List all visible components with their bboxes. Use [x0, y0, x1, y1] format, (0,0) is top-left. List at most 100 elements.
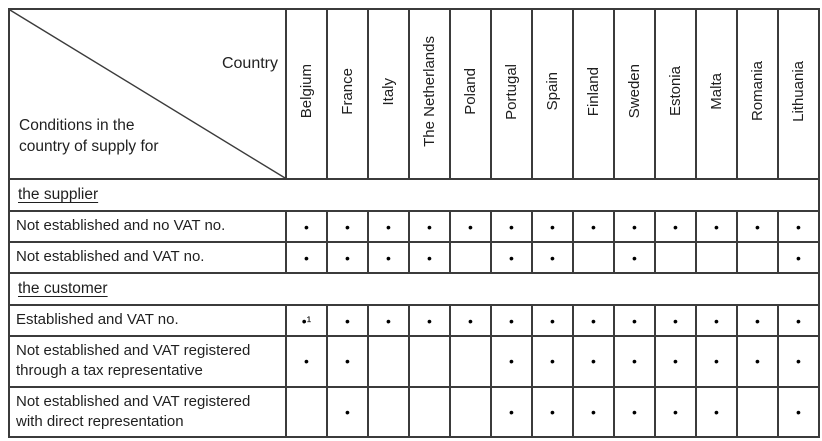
mark-cell: • [572, 335, 615, 388]
table-row: Not established and VAT no.•••••••• [8, 241, 820, 274]
mark-cell: • [408, 304, 451, 337]
empty-cell [408, 335, 451, 388]
mark-cell: • [490, 241, 533, 274]
empty-cell [736, 241, 779, 274]
mark-cell: • [736, 335, 779, 388]
mark-cell: • [490, 385, 533, 438]
country-header-italy: Italy [367, 8, 410, 180]
mark-cell: • [490, 335, 533, 388]
country-label: Sweden [626, 64, 643, 119]
mark-cell: • [285, 241, 328, 274]
section-title-text: the supplier [18, 186, 99, 203]
table-row: Not established and VAT registered throu… [8, 335, 820, 388]
mark-cell: • [531, 385, 574, 438]
country-header-sweden: Sweden [613, 8, 656, 180]
mark-cell: • [736, 304, 779, 337]
mark-cell: • [326, 335, 369, 388]
mark-cell: • [613, 210, 656, 243]
mark-cell: • [777, 335, 820, 388]
section-row: the supplier [8, 178, 820, 212]
mark-cell: • [408, 210, 451, 243]
mark-cell: • [490, 304, 533, 337]
mark-cell: • [408, 241, 451, 274]
mark-cell: • [367, 241, 410, 274]
country-label: France [339, 68, 356, 115]
table-row: Not established and VAT registered with … [8, 385, 820, 438]
empty-cell [367, 385, 410, 438]
country-label: Finland [585, 66, 602, 117]
mark-cell: • [613, 304, 656, 337]
country-header-malta: Malta [695, 8, 738, 180]
country-label: Spain [544, 72, 561, 111]
mark-cell: • [736, 210, 779, 243]
empty-cell [285, 385, 328, 438]
country-header-lithuania: Lithuania [777, 8, 820, 180]
mark-cell: • [285, 335, 328, 388]
country-header-the-netherlands: The Netherlands [408, 8, 451, 180]
corner-country-label: Country [221, 55, 278, 72]
row-label: Not established and VAT no. [8, 241, 287, 274]
mark-cell: • [531, 304, 574, 337]
diagonal-line [10, 10, 285, 178]
country-label: The Netherlands [421, 36, 438, 147]
mark-cell: • [490, 210, 533, 243]
mark-cell: • [695, 210, 738, 243]
mark-cell: •¹ [285, 304, 328, 337]
row-label: Not established and VAT registered with … [8, 385, 287, 438]
mark-cell: • [654, 335, 697, 388]
mark-cell: • [613, 385, 656, 438]
mark-cell: • [572, 210, 615, 243]
country-label: Italy [380, 77, 397, 106]
mark-cell: • [531, 210, 574, 243]
mark-cell: • [613, 335, 656, 388]
mark-cell: • [695, 385, 738, 438]
country-header-portugal: Portugal [490, 8, 533, 180]
mark-cell: • [449, 304, 492, 337]
table-row: Established and VAT no.•¹•••••••••••• [8, 304, 820, 337]
country-label: Romania [749, 61, 766, 122]
corner-conditions-label: Conditions in the country of supply for [19, 116, 159, 156]
empty-cell [449, 241, 492, 274]
mark-cell: • [654, 304, 697, 337]
mark-cell: • [613, 241, 656, 274]
corner-cell: Country Conditions in the country of sup… [8, 8, 287, 180]
country-label: Belgium [298, 64, 315, 119]
mark-cell: • [695, 335, 738, 388]
country-header-spain: Spain [531, 8, 574, 180]
section-title-cell: the supplier [8, 178, 820, 212]
mark-cell: • [531, 241, 574, 274]
empty-cell [695, 241, 738, 274]
empty-cell [449, 335, 492, 388]
section-title-cell: the customer [8, 272, 820, 306]
country-label: Portugal [503, 63, 520, 120]
header-row: Country Conditions in the country of sup… [8, 8, 820, 180]
row-label: Not established and no VAT no. [8, 210, 287, 243]
country-label: Poland [462, 68, 479, 115]
mark-cell: • [531, 335, 574, 388]
empty-cell [572, 241, 615, 274]
mark-cell: • [695, 304, 738, 337]
mark-cell: • [367, 210, 410, 243]
country-header-romania: Romania [736, 8, 779, 180]
mark-cell: • [326, 210, 369, 243]
mark-cell: • [449, 210, 492, 243]
mark-cell: • [285, 210, 328, 243]
country-label: Malta [708, 73, 725, 110]
mark-cell: • [777, 210, 820, 243]
empty-cell [654, 241, 697, 274]
section-row: the customer [8, 272, 820, 306]
mark-cell: • [777, 385, 820, 438]
section-title-text: the customer [18, 280, 108, 297]
table-row: Not established and no VAT no.••••••••••… [8, 210, 820, 243]
empty-cell [736, 385, 779, 438]
mark-cell: • [777, 304, 820, 337]
mark-cell: • [572, 304, 615, 337]
country-header-belgium: Belgium [285, 8, 328, 180]
mark-cell: • [572, 385, 615, 438]
mark-cell: • [654, 210, 697, 243]
vat-conditions-table: Country Conditions in the country of sup… [8, 8, 820, 438]
country-header-finland: Finland [572, 8, 615, 180]
mark-cell: • [367, 304, 410, 337]
country-label: Lithuania [790, 61, 807, 122]
mark-cell: • [777, 241, 820, 274]
